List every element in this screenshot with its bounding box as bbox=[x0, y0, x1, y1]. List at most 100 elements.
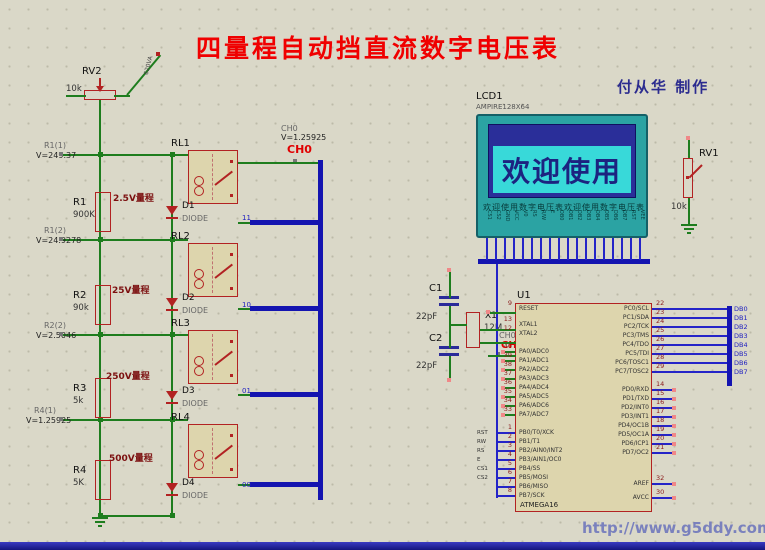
mcu-body[interactable] bbox=[515, 303, 652, 512]
wire bbox=[250, 306, 318, 311]
net-label: RW bbox=[477, 439, 487, 445]
relay-contact bbox=[230, 253, 233, 256]
pin-connection bbox=[501, 359, 505, 363]
diode-cathode-bar bbox=[166, 494, 178, 496]
voltage-probe-pin[interactable] bbox=[59, 237, 63, 241]
voltage-probe-pin[interactable] bbox=[59, 152, 63, 156]
wire bbox=[497, 432, 515, 434]
lcd-pin-wire bbox=[495, 238, 497, 260]
relay-ref: RL1 bbox=[171, 138, 190, 149]
mcu-pin-name: PA3/ADC3 bbox=[519, 375, 549, 382]
resistor-body[interactable] bbox=[95, 378, 111, 418]
voltage-probe-value: V=249.37 bbox=[36, 151, 77, 160]
wire bbox=[238, 394, 252, 396]
wire bbox=[652, 317, 727, 319]
wire bbox=[449, 272, 451, 298]
relay-contact bbox=[230, 287, 233, 290]
wire bbox=[652, 483, 672, 485]
diode-symbol[interactable] bbox=[166, 298, 178, 307]
wire-junction bbox=[98, 152, 103, 157]
resistor-value: 5K bbox=[73, 478, 84, 488]
diode-ref: D4 bbox=[182, 478, 195, 488]
pin-connection bbox=[672, 424, 676, 428]
bottom-scrollbar[interactable] bbox=[0, 542, 765, 550]
lcd-pin-wire bbox=[549, 238, 551, 260]
wire bbox=[652, 398, 672, 400]
pin-connection bbox=[501, 350, 505, 354]
relay-divider bbox=[212, 247, 213, 293]
mcu-pin-number: 9 bbox=[507, 299, 512, 307]
rv1-body[interactable] bbox=[683, 158, 693, 198]
lcd-pin-wire bbox=[603, 238, 605, 260]
pin-connection bbox=[672, 397, 676, 401]
relay-contact-code: 00 bbox=[242, 481, 251, 489]
wire-junction bbox=[98, 332, 103, 337]
author-credit: 付从华 制作 bbox=[617, 78, 710, 96]
voltage-probe-value: V=2.5046 bbox=[36, 331, 77, 340]
ch0-mid-probe-pin[interactable] bbox=[496, 352, 500, 356]
wire bbox=[652, 497, 672, 499]
ch0-top-probe-pin[interactable] bbox=[293, 159, 297, 163]
net-label: DB6 bbox=[734, 359, 748, 367]
pin-connection bbox=[672, 451, 676, 455]
mcu-pin-name: AREF bbox=[633, 480, 649, 487]
relay-contact bbox=[230, 340, 233, 343]
pin-connection bbox=[672, 433, 676, 437]
c2-body-plate bbox=[439, 353, 459, 356]
diode-value: DIODE bbox=[182, 491, 209, 500]
wire-junction bbox=[98, 237, 103, 242]
mcu-pin-name: PC5/TDI bbox=[625, 350, 649, 357]
mcu-pin-number: 22 bbox=[656, 299, 665, 307]
resistor-body[interactable] bbox=[95, 285, 111, 325]
lcd-text-panel: 欢迎使用 bbox=[493, 146, 631, 193]
relay-coil-icon bbox=[194, 279, 204, 289]
mcu-pin-number: 21 bbox=[656, 443, 665, 451]
mcu-pin-name: PC6/TOSC1 bbox=[615, 359, 649, 366]
diode-symbol[interactable] bbox=[166, 483, 178, 492]
relay-contact-code: 01 bbox=[242, 387, 251, 395]
wire bbox=[497, 495, 515, 497]
wire bbox=[505, 405, 515, 407]
lcd-pin-label: RST bbox=[630, 210, 636, 220]
lcd-model: AMPIRE128X64 bbox=[476, 103, 530, 111]
mcu-pin-name: PD5/OC1A bbox=[618, 431, 649, 438]
voltage-probe-ref: R2(2) bbox=[44, 321, 66, 330]
voltage-probe-pin[interactable] bbox=[59, 332, 63, 336]
diode-symbol[interactable] bbox=[166, 391, 178, 400]
resistor-value: 90k bbox=[73, 303, 89, 313]
mcu-pin-number: 20 bbox=[656, 434, 665, 442]
relay-contact bbox=[230, 194, 233, 197]
resistor-body[interactable] bbox=[95, 460, 111, 500]
wire-junction bbox=[98, 417, 103, 422]
lcd-pin-label: RS bbox=[531, 210, 537, 217]
lcd-module[interactable]: 欢迎使用 欢迎使用数字电压表欢迎使用数字电压表 bbox=[476, 114, 648, 238]
wire bbox=[99, 100, 101, 517]
mcu-pin-name: PB6/MISO bbox=[519, 483, 549, 490]
voltage-probe-pin[interactable] bbox=[59, 417, 63, 421]
wire bbox=[480, 342, 516, 344]
mcu-pin-name: PB2/AIN0/INT2 bbox=[519, 447, 563, 454]
net-label: DB7 bbox=[734, 368, 748, 376]
relay-contact bbox=[230, 434, 233, 437]
wire bbox=[497, 459, 515, 461]
wire bbox=[652, 353, 727, 355]
diode-symbol[interactable] bbox=[166, 206, 178, 215]
x1-crystal-body[interactable] bbox=[466, 312, 480, 348]
mcu-pin-number: 27 bbox=[656, 344, 665, 352]
lcd-pin-label: DB1 bbox=[567, 210, 573, 221]
mcu-pin-name: PB7/SCK bbox=[519, 492, 545, 499]
lcd-pin-wire bbox=[576, 238, 578, 260]
pin-connection bbox=[672, 442, 676, 446]
resistor-ref: R3 bbox=[73, 383, 87, 394]
resistor-body[interactable] bbox=[95, 192, 111, 232]
wire bbox=[497, 441, 515, 443]
mcu-pin-name: PC1/SDA bbox=[622, 314, 649, 321]
rv1-wiper-contact bbox=[686, 176, 689, 179]
input-terminal-icon[interactable] bbox=[156, 52, 160, 56]
lcd-pin-label: GND bbox=[504, 210, 510, 222]
mcu-pin-number: 40 bbox=[503, 342, 512, 350]
wire bbox=[652, 326, 727, 328]
net-label: DB2 bbox=[734, 323, 748, 331]
net-label: DB5 bbox=[734, 350, 748, 358]
